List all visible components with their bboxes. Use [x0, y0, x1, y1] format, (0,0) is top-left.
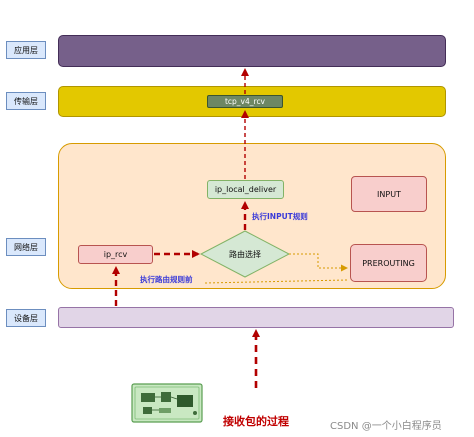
layer-label-transport: 传输层 — [6, 92, 46, 110]
circuit-board-icon — [131, 383, 203, 423]
exec-input-note: 执行INPUT规则 — [252, 212, 308, 221]
ip-local-deliver-node: ip_local_deliver — [207, 180, 284, 199]
app-layer-band — [58, 35, 446, 67]
watermark: CSDN @一个小白程序员 — [330, 421, 442, 432]
route-select-label: 路由选择 — [229, 249, 261, 259]
input-chain-node: INPUT — [351, 176, 427, 212]
exec-routing-note: 执行路由规则前 — [140, 275, 193, 284]
transport-layer-band — [58, 86, 446, 117]
device-layer-band — [58, 307, 454, 328]
tcp-v4-rcv-node: tcp_v4_rcv — [207, 95, 283, 108]
layer-label-network: 网络层 — [6, 238, 46, 256]
receive-process-label: 接收包的过程 — [223, 415, 289, 428]
layer-label-app: 应用层 — [6, 41, 46, 59]
ip-rcv-node: ip_rcv — [78, 245, 153, 264]
prerouting-chain-node: PREROUTING — [350, 244, 427, 282]
layer-label-device: 设备层 — [6, 309, 46, 327]
